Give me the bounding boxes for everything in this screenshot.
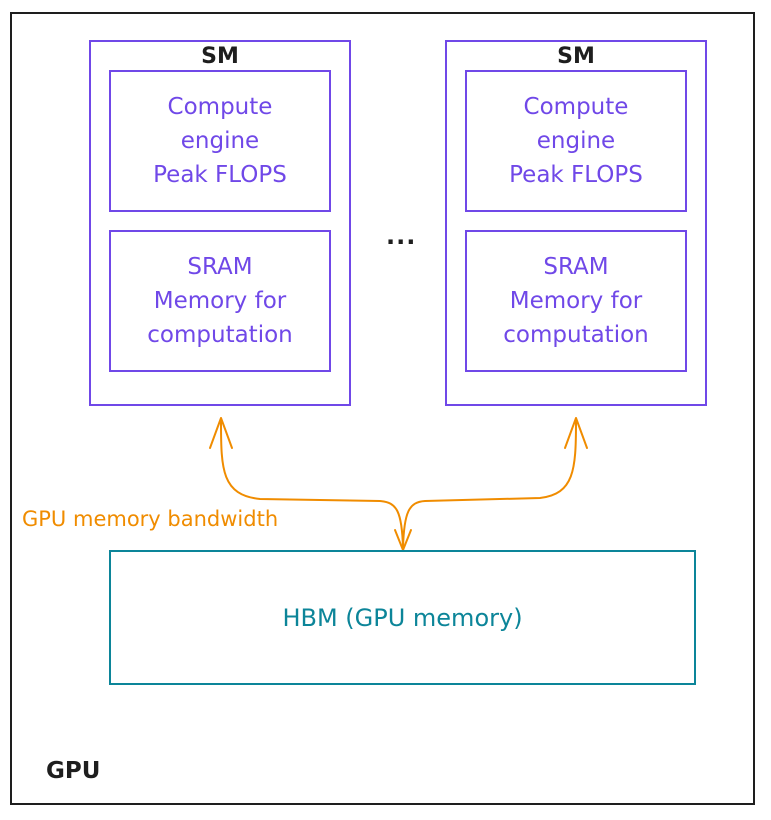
- sm-right-sram-line-1: SRAM: [543, 254, 609, 280]
- gpu-frame: [10, 12, 755, 805]
- sm-left-box: SM Compute engine Peak FLOPS SRAM Memory…: [89, 40, 351, 406]
- sm-left-title: SM: [201, 44, 239, 69]
- sm-left-compute-engine-box: Compute engine Peak FLOPS: [109, 70, 331, 212]
- hbm-label: HBM (GPU memory): [282, 603, 523, 632]
- sm-right-sram-line-2: Memory for: [509, 288, 643, 314]
- sm-right-compute-engine-box: Compute engine Peak FLOPS: [465, 70, 687, 212]
- sm-right-compute-line-2: engine: [536, 128, 616, 154]
- sm-right-compute-line-1: Compute: [523, 94, 629, 120]
- memory-bandwidth-label: GPU memory bandwidth: [22, 507, 279, 531]
- sm-left-sram-box: SRAM Memory for computation: [109, 230, 331, 372]
- hbm-box: HBM (GPU memory): [109, 550, 696, 685]
- gpu-label: GPU: [46, 758, 101, 784]
- sm-left-sram-line-2: Memory for: [153, 288, 287, 314]
- sm-left-compute-line-2: engine: [180, 128, 260, 154]
- sm-right-title: SM: [557, 44, 595, 69]
- sm-left-sram-line-1: SRAM: [187, 254, 253, 280]
- sm-left-compute-line-1: Compute: [167, 94, 273, 120]
- sm-right-box: SM Compute engine Peak FLOPS SRAM Memory…: [445, 40, 707, 406]
- sm-right-sram-line-3: computation: [503, 322, 649, 348]
- sm-left-compute-line-3: Peak FLOPS: [153, 162, 287, 188]
- ellipsis: ...: [386, 222, 417, 250]
- sm-right-compute-line-3: Peak FLOPS: [509, 162, 643, 188]
- sm-right-sram-box: SRAM Memory for computation: [465, 230, 687, 372]
- sm-left-sram-line-3: computation: [147, 322, 293, 348]
